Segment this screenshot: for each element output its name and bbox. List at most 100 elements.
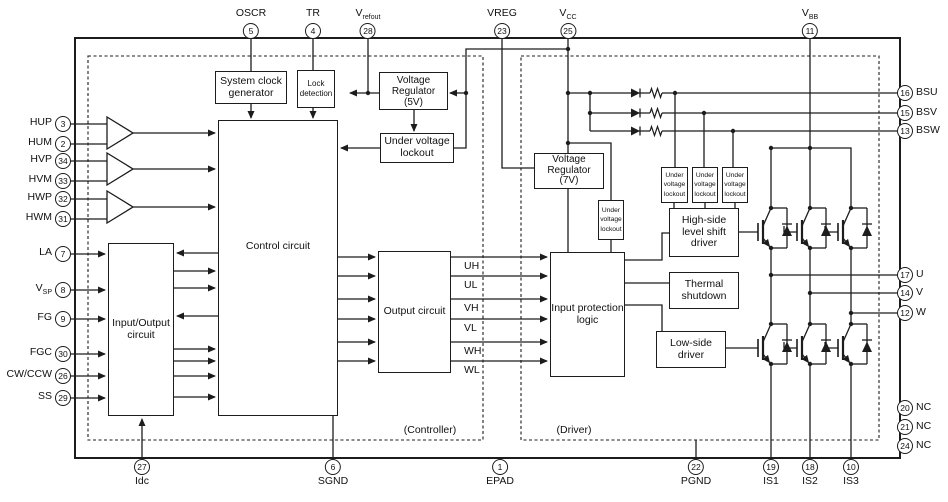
pin-ss-label: SS xyxy=(37,390,52,403)
pin-hvp-label: HVP xyxy=(30,153,52,166)
pin-hwm-number: 31 xyxy=(55,211,71,227)
pin-la-label: LA xyxy=(39,246,52,259)
pin-is2-number: 18 xyxy=(802,459,818,475)
signal-label-wl: WL xyxy=(464,364,480,376)
pin-tr-label: TR xyxy=(306,7,320,19)
pin-nc-21-number: 21 xyxy=(897,419,913,435)
pin-la-number: 7 xyxy=(55,246,71,262)
pin-bsv-label: BSV xyxy=(916,106,938,119)
pin-epad-number: 1 xyxy=(491,459,508,475)
pin-vreg-number: 23 xyxy=(493,22,510,39)
pin-nc-24-number: 24 xyxy=(897,438,913,454)
block-system-clock-generator: System clock generator xyxy=(215,71,287,104)
pin-hum-number: 2 xyxy=(55,136,71,152)
pin-vcc-label: VCC xyxy=(559,7,577,22)
pin-v-number: 14 xyxy=(897,285,913,301)
signal-label-uh: UH xyxy=(464,260,480,272)
driver-boundary xyxy=(520,55,880,441)
pin-is1-label: IS1 xyxy=(763,475,779,487)
pin-oscr-label: OSCR xyxy=(235,7,267,19)
block-uvl-bsw: Under voltage lockout xyxy=(722,167,748,203)
pin-hvp-number: 34 xyxy=(55,153,71,169)
pin-hup-number: 3 xyxy=(55,116,71,132)
pin-nc-21-label: NC xyxy=(916,420,932,433)
pin-u-label: U xyxy=(916,268,924,281)
pin-hwp-label: HWP xyxy=(27,191,53,204)
block-under-voltage-lockout: Under voltage lockout xyxy=(380,133,454,163)
block-output-circuit: Output circuit xyxy=(378,251,451,373)
pin-vbb-label: VBB xyxy=(801,7,819,22)
pin-w-number: 12 xyxy=(897,305,913,321)
pin-vrefout-number: 28 xyxy=(359,22,376,39)
controller-boundary xyxy=(87,55,484,441)
pin-is1-number: 19 xyxy=(763,459,779,475)
pin-fgc-label: FGC xyxy=(29,346,52,359)
pin-is3-number: 10 xyxy=(843,459,859,475)
block-control-circuit: Control circuit xyxy=(218,120,338,416)
junction-dots xyxy=(365,46,854,316)
pin-vsp-label: VSP xyxy=(35,282,52,297)
wires xyxy=(70,38,897,458)
block-input-output-circuit: Input/Output circuit xyxy=(108,243,174,416)
pin-hup-label: HUP xyxy=(29,116,52,129)
pin-hum-label: HUM xyxy=(28,136,52,149)
pin-epad-label: EPAD xyxy=(486,475,514,487)
pin-sgnd-label: SGND xyxy=(317,475,349,487)
pin-bsv-number: 15 xyxy=(897,105,913,121)
block-uvl-7v: Under voltage lockout xyxy=(598,200,624,240)
block-uvl-bsu: Under voltage lockout xyxy=(661,167,688,203)
pin-nc-20-label: NC xyxy=(916,401,932,414)
pin-fg-number: 9 xyxy=(55,311,71,327)
pin-nc-20-number: 20 xyxy=(897,400,913,416)
pin-sgnd-number: 6 xyxy=(325,459,341,475)
bootstrap-resistor-icon xyxy=(649,86,663,138)
pin-hvm-number: 33 xyxy=(55,173,71,189)
pin-ss-number: 29 xyxy=(55,390,71,406)
pin-hwm-label: HWM xyxy=(25,211,52,224)
pin-idc-label: Idc xyxy=(134,475,149,487)
igbt-transistor-icon xyxy=(758,206,872,366)
pin-bsw-label: BSW xyxy=(916,124,940,137)
pin-tr-number: 4 xyxy=(305,22,321,39)
pin-is2-label: IS2 xyxy=(802,475,818,487)
pin-hwp-number: 32 xyxy=(55,191,71,207)
pin-fgc-number: 30 xyxy=(55,346,71,362)
signal-label-vl: VL xyxy=(464,322,477,334)
pin-cwccw-number: 26 xyxy=(55,368,71,384)
pin-vcc-number: 25 xyxy=(559,22,576,39)
driver-section-label: (Driver) xyxy=(556,424,592,436)
pin-w-label: W xyxy=(916,306,926,319)
block-thermal-shutdown: Thermal shutdown xyxy=(669,272,739,309)
comparator-icon xyxy=(106,115,135,225)
pin-u-number: 17 xyxy=(897,267,913,283)
pin-vsp-number: 8 xyxy=(55,282,71,298)
pin-oscr-number: 5 xyxy=(243,22,259,39)
pin-vreg-label: VREG xyxy=(487,7,517,19)
pin-fg-label: FG xyxy=(37,311,52,324)
pin-nc-24-label: NC xyxy=(916,439,932,452)
signal-label-wh: WH xyxy=(464,345,482,357)
pin-pgnd-number: 22 xyxy=(688,459,704,475)
bootstrap-diode-icon xyxy=(631,88,641,136)
pin-bsu-number: 16 xyxy=(897,85,913,101)
